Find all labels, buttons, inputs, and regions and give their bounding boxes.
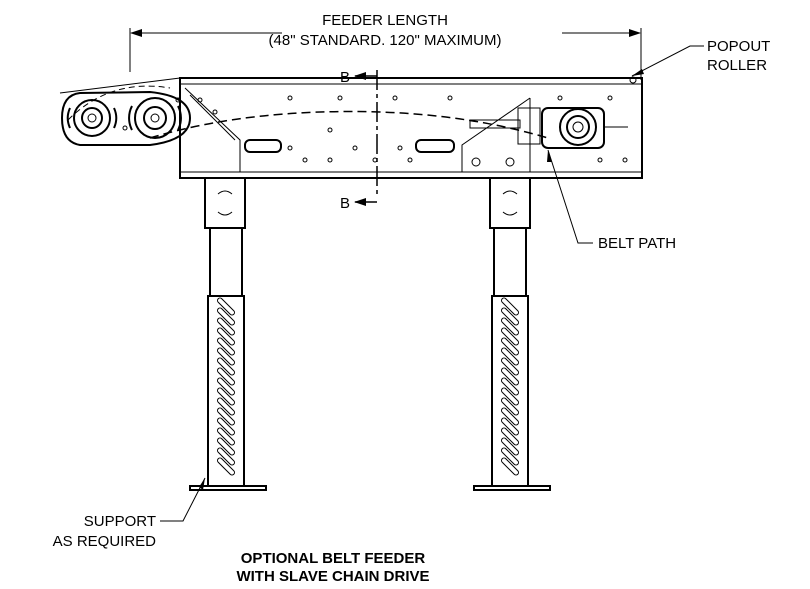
leg-slot: [500, 417, 520, 436]
leg-slot: [500, 407, 520, 426]
leg-slot: [500, 297, 520, 316]
leg-slot: [500, 317, 520, 336]
leg-slot: [216, 417, 236, 436]
leg-slot: [216, 337, 236, 356]
leg-slot: [216, 327, 236, 346]
leg-slot: [216, 457, 236, 476]
leg-slot: [500, 327, 520, 346]
popout-roller-callout: POPOUT ROLLER: [629, 38, 770, 84]
popout-roller-label-2: ROLLER: [707, 57, 767, 74]
support-leg-left: [189, 177, 267, 491]
support-callout: SUPPORT AS REQUIRED: [53, 477, 206, 550]
leg-slot: [216, 387, 236, 406]
leg-slot: [500, 397, 520, 416]
belt-path-label: BELT PATH: [598, 235, 676, 252]
leg-slot: [216, 297, 236, 316]
leg-slot: [500, 457, 520, 476]
leg-slot: [500, 447, 520, 466]
leg-slots-left: [216, 297, 236, 476]
leg-slot: [216, 437, 236, 456]
belt-path-callout: BELT PATH: [547, 149, 676, 252]
leg-slots-right: [500, 297, 520, 476]
leg-slot: [500, 387, 520, 406]
leg-slot: [500, 357, 520, 376]
leg-slot: [216, 357, 236, 376]
feeder-length-note: (48" STANDARD. 120" MAXIMUM): [269, 32, 502, 49]
section-b-b-line: B B: [340, 69, 378, 212]
leg-slot: [216, 407, 236, 426]
tail-roller-right: [128, 97, 182, 139]
leg-slot: [500, 367, 520, 386]
section-label-top: B: [340, 69, 350, 86]
leg-slot: [500, 427, 520, 446]
popout-roller-label: POPOUT: [707, 38, 770, 55]
leg-slot: [500, 347, 520, 366]
leg-slot: [216, 447, 236, 466]
section-label-bottom: B: [340, 195, 350, 212]
leg-slot: [500, 377, 520, 396]
leg-slot: [216, 347, 236, 366]
leg-slot: [216, 397, 236, 416]
leg-slot: [216, 367, 236, 386]
leg-slot: [500, 307, 520, 326]
leg-slot: [216, 307, 236, 326]
leg-slot: [216, 317, 236, 336]
feeder-length-dimension: FEEDER LENGTH (48" STANDARD. 120" MAXIMU…: [129, 12, 642, 80]
support-label: SUPPORT: [84, 513, 156, 530]
leg-slot: [216, 427, 236, 446]
drawing-caption-2: WITH SLAVE CHAIN DRIVE: [236, 568, 429, 585]
leg-slot: [216, 377, 236, 396]
leg-slot: [500, 337, 520, 356]
support-leg-right: [473, 177, 551, 491]
tail-roller-left: [66, 99, 118, 137]
leg-slot: [500, 437, 520, 456]
support-label-2: AS REQUIRED: [53, 533, 157, 550]
feeder-length-label: FEEDER LENGTH: [322, 12, 448, 29]
conveyor-frame: [59, 77, 643, 179]
drawing-caption: OPTIONAL BELT FEEDER: [241, 550, 426, 567]
